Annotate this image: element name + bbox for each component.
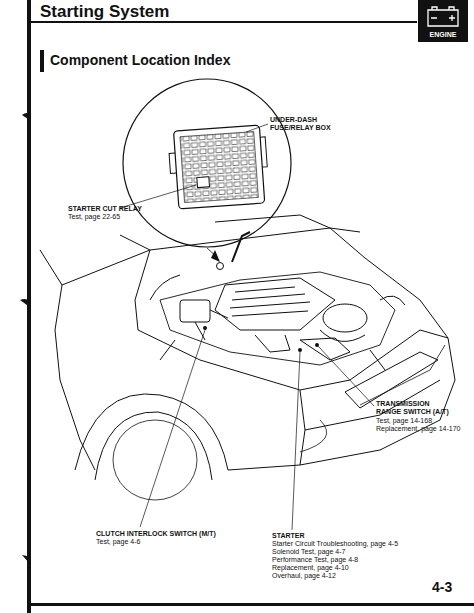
page-reference: Starter Circuit Troubleshooting, page 4-…: [272, 540, 398, 548]
part-name: STARTER: [272, 532, 305, 540]
section-heading: Component Location Index: [50, 53, 230, 68]
page-reference: Replacement, page 14-170: [376, 425, 460, 433]
part-name: UNDER-DASH FUSE/RELAY BOX: [270, 116, 332, 132]
icon-label: ENGINE: [418, 31, 468, 39]
page-reference: Replacement, page 4-10: [272, 564, 349, 572]
page-reference: Test, page 4-6: [96, 538, 140, 546]
page-title: Starting System: [40, 2, 169, 21]
section-icon: ENGINE: [418, 0, 468, 42]
page-reference: Solenoid Test, page 4-7: [272, 548, 345, 556]
part-name: CLUTCH INTERLOCK SWITCH (M/T): [96, 530, 216, 538]
page-number: 4-3: [432, 580, 452, 595]
page-reference: Test, page 14-168: [376, 417, 432, 425]
page-reference: Performance Test, page 4-8: [272, 556, 358, 564]
part-name: TRANSMISSION RANGE SWITCH (A/T): [376, 400, 456, 416]
page-reference: Overhaul, page 4-12: [272, 572, 336, 580]
part-name: STARTER CUT RELAY: [68, 205, 142, 213]
page-reference: Test, page 22-65: [68, 213, 120, 221]
